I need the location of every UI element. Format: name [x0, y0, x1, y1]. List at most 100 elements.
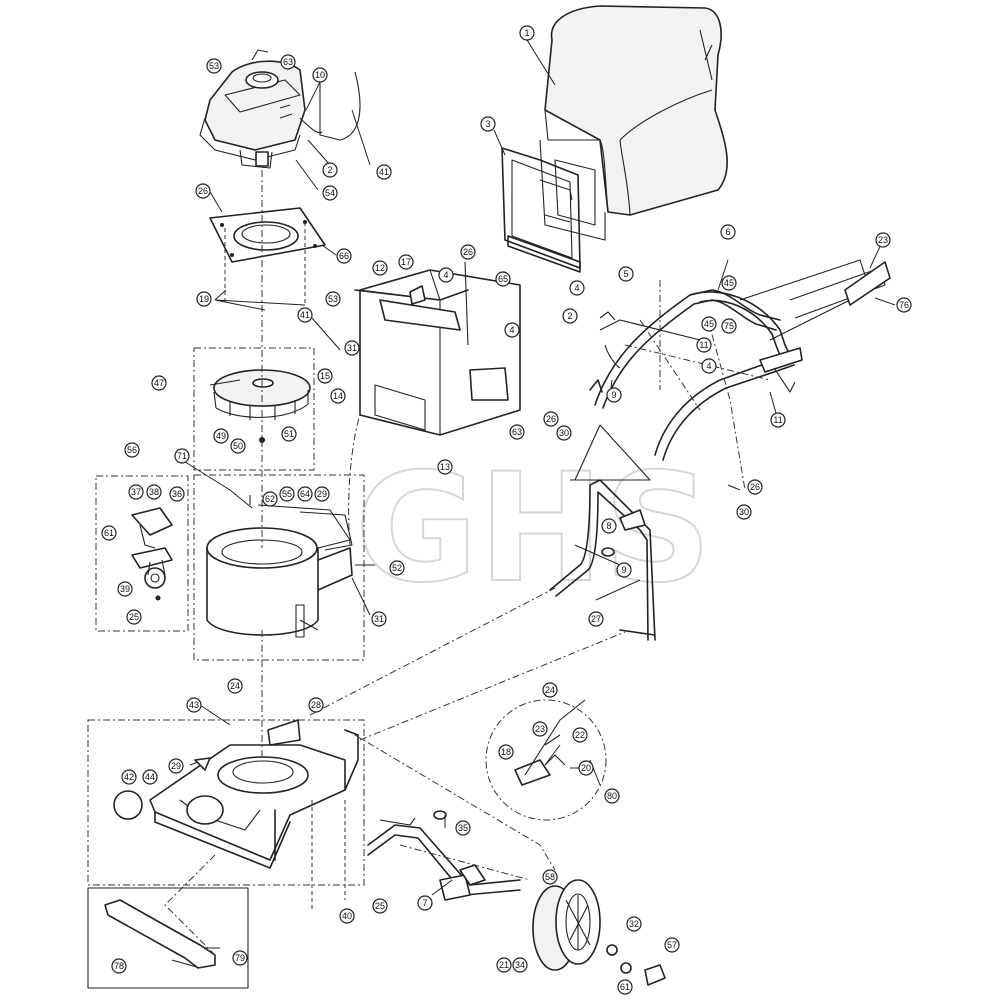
part-number-label: 65 [498, 274, 508, 284]
part-callout-53-b: 53 [325, 291, 341, 307]
part-callout-80: 80 [604, 788, 620, 804]
part-number-label: 64 [300, 489, 310, 499]
part-callout-4-b: 4 [504, 322, 520, 338]
part-callout-36: 36 [169, 486, 185, 502]
part-number-label: 2 [567, 311, 572, 321]
part-number-label: 19 [199, 294, 209, 304]
throttle-detail [485, 699, 607, 821]
part-number-label: 26 [463, 247, 473, 257]
part-number-label: 32 [629, 919, 639, 929]
part-number-label: 63 [512, 427, 522, 437]
part-number-label: 9 [621, 565, 626, 575]
part-number-label: 18 [501, 747, 511, 757]
part-callout-4-d: 4 [701, 358, 717, 374]
part-callout-26-c: 26 [543, 411, 559, 427]
part-number-label: 38 [149, 487, 159, 497]
part-callout-24-b: 24 [542, 682, 558, 698]
part-number-label: 52 [392, 563, 402, 573]
part-number-label: 26 [198, 186, 208, 196]
housing-box [193, 474, 365, 661]
part-callout-45: 45 [721, 275, 737, 291]
part-callout-9: 9 [616, 562, 632, 578]
part-callout-4-c: 4 [569, 280, 585, 296]
part-number-label: 43 [189, 700, 199, 710]
part-number-label: 55 [282, 489, 292, 499]
part-number-label: 26 [750, 482, 760, 492]
part-callout-65: 65 [495, 271, 511, 287]
part-number-label: 20 [581, 763, 591, 773]
part-number-label: 62 [265, 494, 275, 504]
part-callout-29: 29 [314, 486, 330, 502]
part-callout-2: 2 [322, 162, 338, 178]
part-callout-32: 32 [626, 916, 642, 932]
part-callout-66: 66 [336, 248, 352, 264]
part-callout-50: 50 [230, 438, 246, 454]
part-callout-7: 7 [417, 895, 433, 911]
part-callout-45-b: 45 [701, 316, 717, 332]
part-callout-35: 35 [455, 820, 471, 836]
part-number-label: 1 [524, 28, 529, 38]
part-callout-11-b: 11 [770, 412, 786, 428]
part-callout-26-b: 26 [460, 244, 476, 260]
part-callout-71: 71 [174, 448, 190, 464]
part-number-label: 26 [546, 414, 556, 424]
mounting-plate [209, 207, 326, 263]
part-callout-76: 76 [896, 297, 912, 313]
part-number-label: 47 [154, 378, 164, 388]
part-number-label: 4 [706, 361, 711, 371]
part-number-label: 54 [325, 188, 335, 198]
part-number-label: 4 [443, 270, 448, 280]
part-callout-34: 34 [512, 957, 528, 973]
part-callout-23-b: 23 [875, 232, 891, 248]
part-number-label: 15 [320, 371, 330, 381]
part-callout-55: 55 [279, 486, 295, 502]
part-callout-17: 17 [398, 254, 414, 270]
part-callout-13: 13 [437, 459, 453, 475]
part-number-label: 17 [401, 257, 411, 267]
part-number-label: 34 [515, 960, 525, 970]
part-number-label: 29 [317, 489, 327, 499]
part-number-label: 56 [127, 445, 137, 455]
part-callout-24: 24 [227, 678, 243, 694]
part-callout-12: 12 [372, 260, 388, 276]
part-callout-38: 38 [146, 484, 162, 500]
part-number-label: 14 [333, 391, 343, 401]
part-callout-52: 52 [389, 560, 405, 576]
part-number-label: 75 [724, 321, 734, 331]
part-callout-15: 15 [317, 368, 333, 384]
part-callout-79: 79 [232, 950, 248, 966]
part-number-label: 51 [284, 429, 294, 439]
part-number-label: 44 [145, 772, 155, 782]
part-number-label: 13 [440, 462, 450, 472]
part-number-label: 40 [342, 911, 352, 921]
part-callout-64: 64 [297, 486, 313, 502]
part-callout-5: 5 [618, 266, 634, 282]
connector-lines [164, 170, 771, 956]
part-number-label: 31 [374, 614, 384, 624]
part-number-label: 53 [209, 61, 219, 71]
part-callout-43: 43 [186, 697, 202, 713]
part-number-label: 24 [545, 685, 555, 695]
part-number-label: 6 [725, 227, 730, 237]
part-callout-41: 41 [376, 164, 392, 180]
part-callout-53: 53 [206, 58, 222, 74]
handle-assembly [589, 259, 891, 461]
part-callout-29-b: 29 [168, 758, 184, 774]
part-callout-25: 25 [126, 609, 142, 625]
part-number-label: 7 [422, 898, 427, 908]
part-number-label: 80 [607, 791, 617, 801]
part-number-label: 71 [177, 451, 187, 461]
part-callout-30-b: 30 [736, 504, 752, 520]
part-callout-22: 22 [572, 727, 588, 743]
part-number-label: 24 [230, 681, 240, 691]
part-number-label: 76 [899, 300, 909, 310]
part-callout-26: 26 [195, 183, 211, 199]
part-callout-30: 30 [556, 425, 572, 441]
bag-frame [501, 147, 581, 273]
leaf-bag [539, 5, 728, 241]
part-callout-39: 39 [117, 581, 133, 597]
part-number-label: 23 [535, 724, 545, 734]
part-callout-42: 42 [121, 769, 137, 785]
part-callout-75: 75 [721, 318, 737, 334]
part-number-label: 23 [878, 235, 888, 245]
